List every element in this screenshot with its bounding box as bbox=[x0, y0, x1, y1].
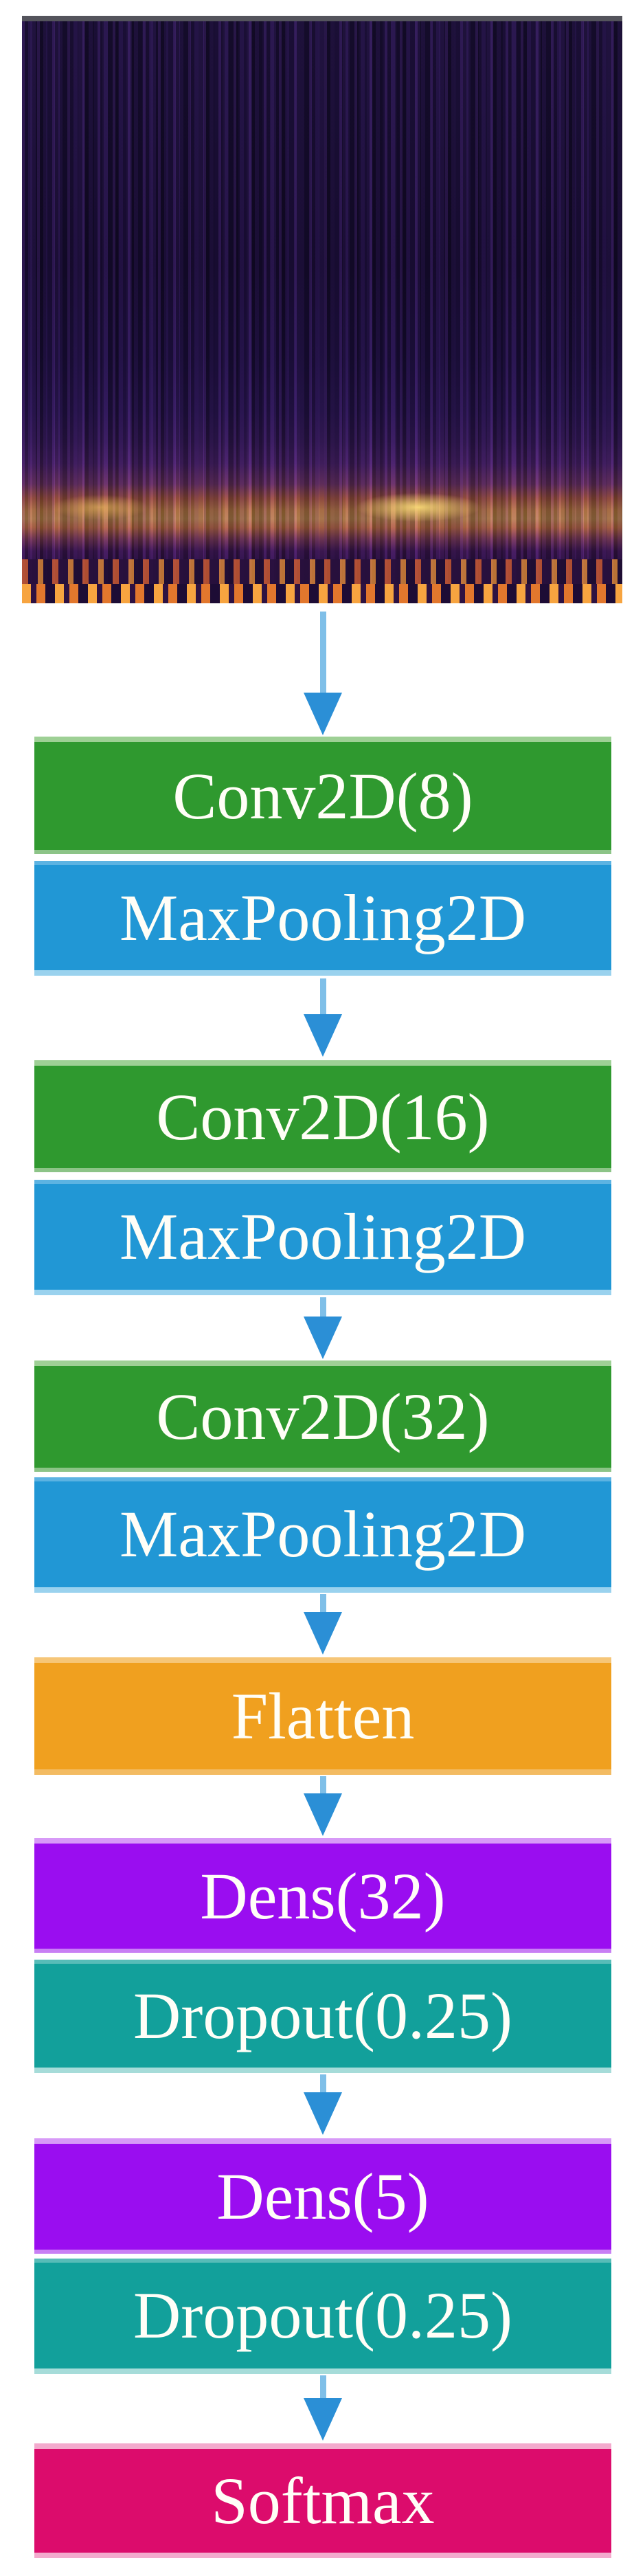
layer-box-softmax: Softmax bbox=[34, 2443, 611, 2558]
layer-box-conv2d-16: Conv2D(16) bbox=[34, 1060, 611, 1172]
layer-box-dens-5: Dens(5) bbox=[34, 2138, 611, 2254]
layer-box-maxpooling2d-3: MaxPooling2D bbox=[34, 1477, 611, 1593]
layer-label: Dropout(0.25) bbox=[133, 2278, 512, 2352]
layer-label: Conv2D(32) bbox=[156, 1380, 490, 1453]
layer-box-conv2d-32: Conv2D(32) bbox=[34, 1360, 611, 1472]
layer-label: Dropout(0.25) bbox=[133, 1978, 512, 2052]
layer-label: Flatten bbox=[231, 1679, 415, 1753]
layer-label: Softmax bbox=[211, 2463, 435, 2538]
down-arrow-icon bbox=[304, 1594, 342, 1655]
down-arrow-icon bbox=[304, 1297, 342, 1359]
layer-label: Conv2D(8) bbox=[172, 759, 473, 833]
layer-box-flatten: Flatten bbox=[34, 1657, 611, 1775]
layer-box-dropout-1: Dropout(0.25) bbox=[34, 1960, 611, 2073]
down-arrow-icon bbox=[304, 2375, 342, 2441]
layer-box-maxpooling2d-2: MaxPooling2D bbox=[34, 1180, 611, 1295]
layer-box-maxpooling2d-1: MaxPooling2D bbox=[34, 861, 611, 976]
spectrogram-input-image bbox=[22, 16, 622, 603]
layer-label: Dens(32) bbox=[200, 1859, 446, 1933]
down-arrow-icon bbox=[304, 1776, 342, 1836]
layer-box-conv2d-8: Conv2D(8) bbox=[34, 737, 611, 854]
layer-label: Conv2D(16) bbox=[156, 1079, 490, 1154]
layer-label: Dens(5) bbox=[216, 2160, 429, 2233]
down-arrow-icon bbox=[304, 978, 342, 1057]
layer-box-dropout-2: Dropout(0.25) bbox=[34, 2259, 611, 2374]
down-arrow-icon bbox=[304, 612, 342, 735]
layer-label: MaxPooling2D bbox=[119, 880, 527, 954]
layer-label: MaxPooling2D bbox=[119, 1200, 527, 1273]
down-arrow-icon bbox=[304, 2074, 342, 2135]
layer-box-dens-32: Dens(32) bbox=[34, 1838, 611, 1953]
layer-label: MaxPooling2D bbox=[119, 1497, 527, 1571]
